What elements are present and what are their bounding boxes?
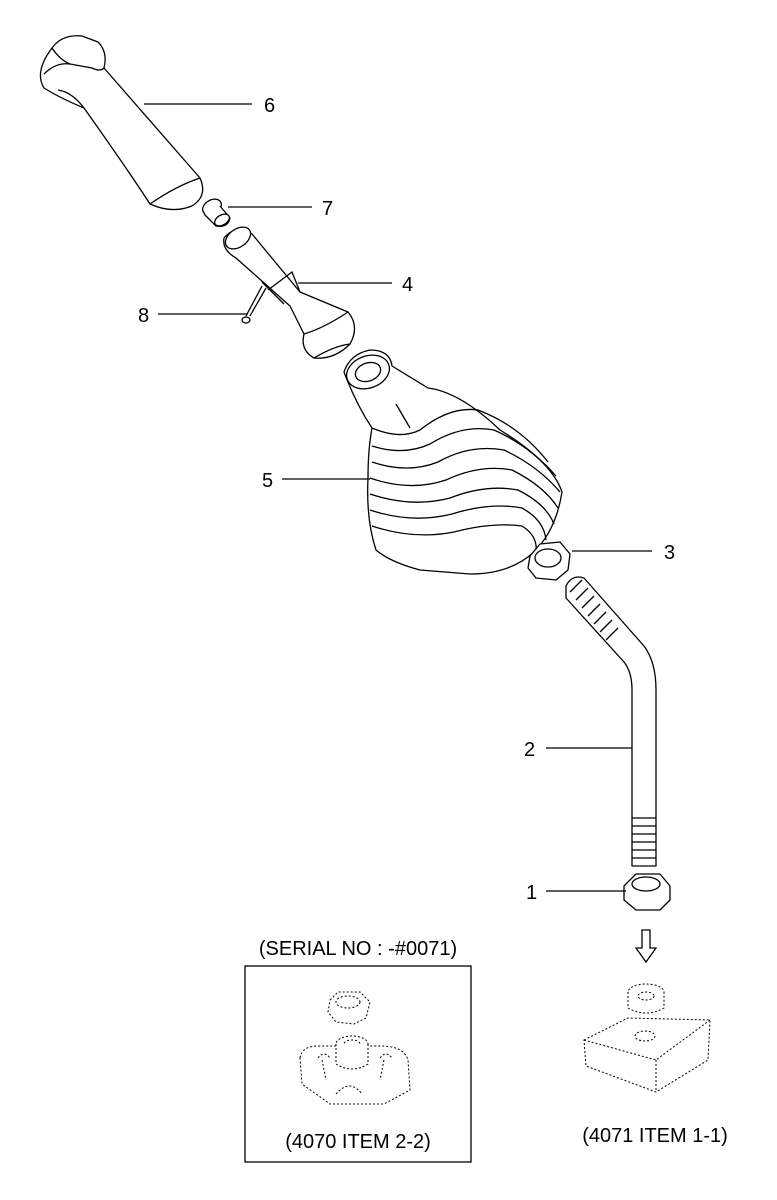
callout-4: 4 xyxy=(402,274,413,296)
callout-7: 7 xyxy=(322,198,333,220)
inset-right-caption: (4071 ITEM 1-1) xyxy=(582,1125,728,1147)
callout-6: 6 xyxy=(264,95,275,117)
inset-left-caption: (4070 ITEM 2-2) xyxy=(285,1131,431,1153)
nut-part-1 xyxy=(623,873,671,911)
block-assembly-4071 xyxy=(583,983,711,1093)
callout-1: 1 xyxy=(526,882,537,904)
callout-3: 3 xyxy=(664,542,675,564)
serial-header: (SERIAL NO : -#0071) xyxy=(259,938,457,960)
callout-5: 5 xyxy=(262,470,273,492)
nut-part-3 xyxy=(527,541,571,581)
pin-part-8 xyxy=(241,285,267,324)
rubber-boot-part-5 xyxy=(343,349,563,575)
cap-part-7 xyxy=(202,198,231,227)
serial-inset xyxy=(244,965,472,1163)
callout-8: 8 xyxy=(138,305,149,327)
lever-tube-part-4 xyxy=(223,226,356,359)
callout-2: 2 xyxy=(524,739,535,761)
leader-lines xyxy=(144,103,652,892)
bracket-assembly-4070 xyxy=(299,991,411,1105)
shift-knob-part-6 xyxy=(39,35,204,211)
lever-rod-part-2 xyxy=(565,576,657,867)
down-arrow-icon xyxy=(634,929,658,964)
